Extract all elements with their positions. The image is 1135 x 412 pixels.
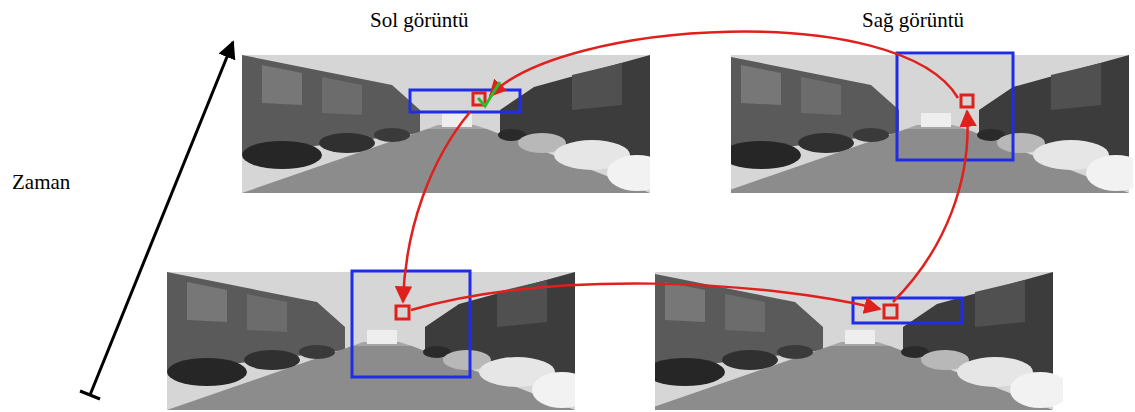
matching-arrow bbox=[411, 284, 880, 310]
search-windows bbox=[352, 53, 1013, 377]
time-axis bbox=[90, 42, 233, 395]
right-image-t1 bbox=[721, 55, 1135, 193]
matching-arrow bbox=[893, 111, 968, 302]
search-window bbox=[410, 90, 520, 112]
time-axis-tick bbox=[80, 391, 100, 399]
feature-patches bbox=[396, 93, 973, 319]
search-window bbox=[853, 298, 962, 323]
axis-label: Zaman bbox=[12, 170, 70, 195]
matching-arrow bbox=[403, 112, 470, 302]
left-image-t1 bbox=[242, 55, 667, 193]
left-image-t0 bbox=[167, 272, 592, 410]
feature-patch bbox=[961, 95, 973, 107]
search-window bbox=[352, 271, 470, 377]
check-mark bbox=[478, 82, 500, 106]
right-image-t0 bbox=[645, 272, 1070, 410]
matching-arrows bbox=[403, 32, 968, 310]
column-heading: Sol görüntü bbox=[370, 8, 469, 33]
column-heading: Sağ görüntü bbox=[862, 8, 964, 33]
search-window bbox=[897, 53, 1013, 160]
matching-arrow bbox=[490, 32, 958, 98]
feature-patch bbox=[396, 306, 409, 319]
feature-patch bbox=[884, 305, 897, 318]
